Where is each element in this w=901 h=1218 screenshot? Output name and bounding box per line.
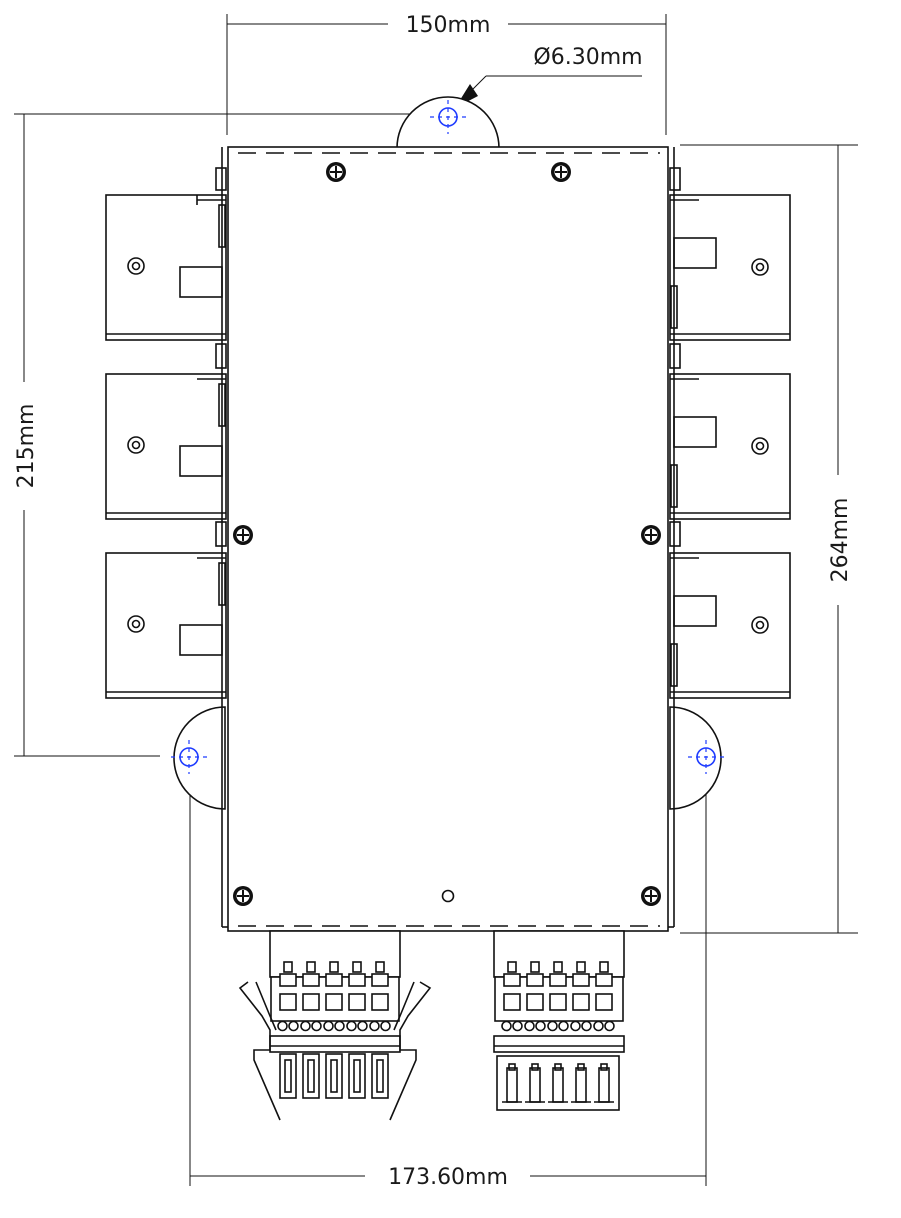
screw-icon: [551, 162, 571, 182]
dimension-bottom-width: 173.60mm: [189, 770, 707, 1190]
top-width-label: 150mm: [406, 13, 491, 38]
screw-icon: [641, 886, 661, 906]
screw-icon: [326, 162, 346, 182]
right-connector-3: [669, 521, 791, 699]
terminal-pin: [501, 961, 523, 1103]
terminal-pin: [593, 961, 615, 1103]
mounting-tab-left: [171, 706, 226, 810]
screw-icon: [641, 525, 661, 545]
hole-diameter-label: Ø6.30mm: [533, 45, 642, 70]
left-connector-3: [105, 521, 227, 699]
mounting-tab-top: [396, 96, 500, 149]
bottom-width-label: 173.60mm: [388, 1165, 508, 1190]
left-height-label: 215mm: [14, 404, 39, 489]
dimension-top-width: 150mm: [226, 13, 667, 135]
right-connector-1: [669, 167, 791, 341]
right-connector-2: [669, 343, 791, 520]
enclosure-body: [221, 146, 675, 932]
screw-icon: [233, 886, 253, 906]
right-height-label: 264mm: [828, 498, 853, 583]
mounting-tab-right: [669, 706, 724, 810]
terminal-pin: [346, 961, 368, 1099]
terminal-block-left: [238, 930, 432, 1121]
terminal-pin: [524, 961, 546, 1103]
terminal-pin: [570, 961, 592, 1103]
dimension-hole-diameter: Ø6.30mm: [455, 45, 643, 108]
terminal-pin: [547, 961, 569, 1103]
left-connector-1: [105, 167, 227, 341]
dimension-right-height: 264mm: [680, 144, 858, 934]
terminal-pin: [323, 961, 345, 1099]
terminal-block-right: [493, 930, 625, 1111]
terminal-pin: [300, 961, 322, 1099]
left-connector-2: [105, 343, 227, 520]
dimension-left-height: 215mm: [14, 113, 440, 757]
terminal-pin: [369, 961, 391, 1099]
terminal-pin: [277, 961, 299, 1099]
screw-icon: [233, 525, 253, 545]
